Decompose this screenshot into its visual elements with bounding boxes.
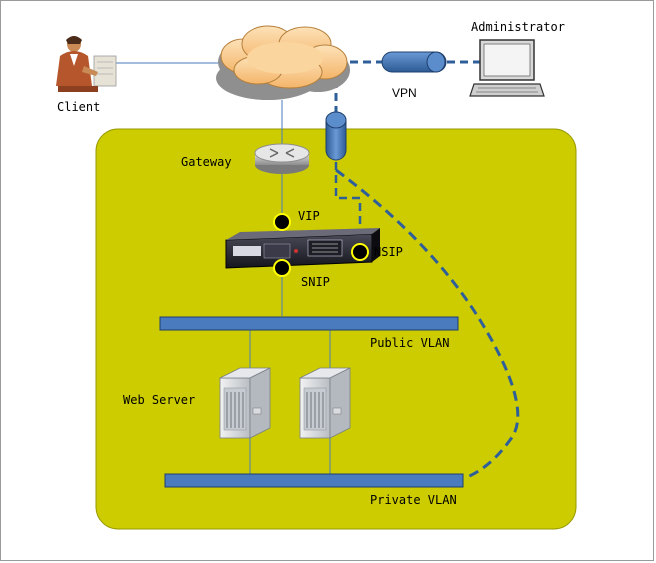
- public-vlan-bar: [159, 316, 459, 331]
- private-vlan-bar: [164, 473, 464, 488]
- vertical-tunnel-icon: [325, 111, 347, 161]
- server-icon: [219, 367, 271, 439]
- web-server-label: Web Server: [123, 393, 196, 407]
- gateway-label: Gateway: [181, 155, 232, 169]
- private-vlan-dashed-link: [335, 168, 520, 480]
- nsip-dashed-link: [334, 162, 362, 246]
- vip-dot: [273, 213, 291, 231]
- administrator-label: Administrator: [471, 20, 565, 34]
- client-label: Client: [57, 100, 101, 114]
- appliance-icon: [225, 228, 380, 269]
- snip-label: SNIP: [301, 275, 330, 289]
- public-vlan-label: Public VLAN: [370, 336, 450, 350]
- vpn-label: VPN: [392, 86, 417, 100]
- person-at-computer-icon: [56, 36, 117, 92]
- private-vlan-label: Private VLAN: [370, 493, 457, 507]
- cloud-icon: [216, 25, 350, 100]
- nsip-label: NSIP: [374, 245, 403, 259]
- router-icon: [254, 143, 310, 174]
- snip-dot: [273, 259, 291, 277]
- server-icon: [299, 367, 351, 439]
- vpn-tunnel-icon: [381, 51, 447, 73]
- vip-label: VIP: [298, 209, 320, 223]
- laptop-icon: [469, 39, 545, 97]
- nsip-dot: [351, 243, 369, 261]
